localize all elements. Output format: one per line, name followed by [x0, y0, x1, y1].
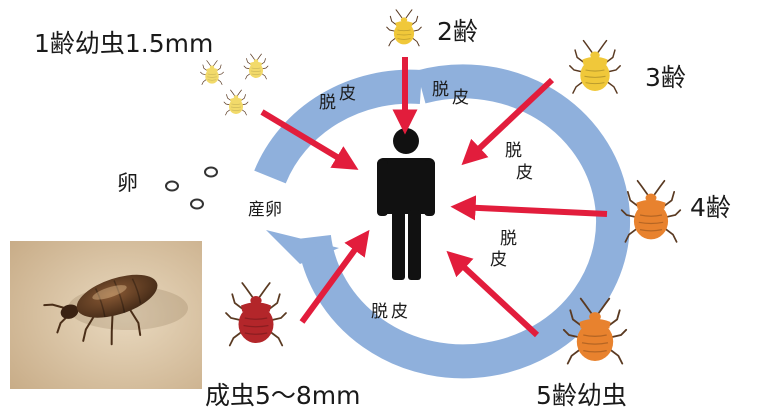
- svg-text:皮: 皮: [339, 84, 356, 104]
- instar-3-label: 3齢: [645, 63, 686, 92]
- svg-text:皮: 皮: [516, 163, 533, 183]
- molt-label-5: 脱 皮: [371, 302, 408, 322]
- adult-label: 成虫5～8mm: [205, 381, 361, 410]
- egg-laying-label: 産卵: [248, 200, 282, 220]
- egg-label: 卵: [117, 171, 138, 195]
- photo-of-bed-bug: [10, 241, 202, 389]
- egg-icon: [166, 168, 217, 209]
- instar-5-label: 5齢幼虫: [536, 381, 627, 410]
- molting-cycle-ring: [266, 81, 613, 361]
- svg-text:皮: 皮: [490, 250, 507, 270]
- svg-text:脱: 脱: [371, 302, 388, 322]
- bed-bug-icon: [200, 54, 268, 115]
- svg-text:脱: 脱: [505, 141, 522, 161]
- instar-1-label: 1齢幼虫1.5mm: [34, 29, 213, 58]
- instar-4-label: 4齢: [690, 193, 731, 222]
- svg-text:脱: 脱: [432, 80, 449, 100]
- svg-text:脱: 脱: [500, 229, 517, 249]
- svg-text:皮: 皮: [391, 302, 408, 322]
- svg-text:皮: 皮: [452, 88, 469, 108]
- molt-label-3: 脱 皮: [505, 141, 533, 183]
- instar-2-label: 2齢: [437, 17, 478, 46]
- molt-label-4: 脱 皮: [490, 229, 517, 270]
- human-silhouette-icon: [377, 128, 435, 280]
- bed-bug-icon: [226, 283, 286, 346]
- bed-bug-icon: [622, 181, 681, 242]
- svg-text:脱: 脱: [319, 93, 336, 113]
- bed-bug-icon: [570, 41, 620, 93]
- bed-bug-icon: [387, 10, 422, 46]
